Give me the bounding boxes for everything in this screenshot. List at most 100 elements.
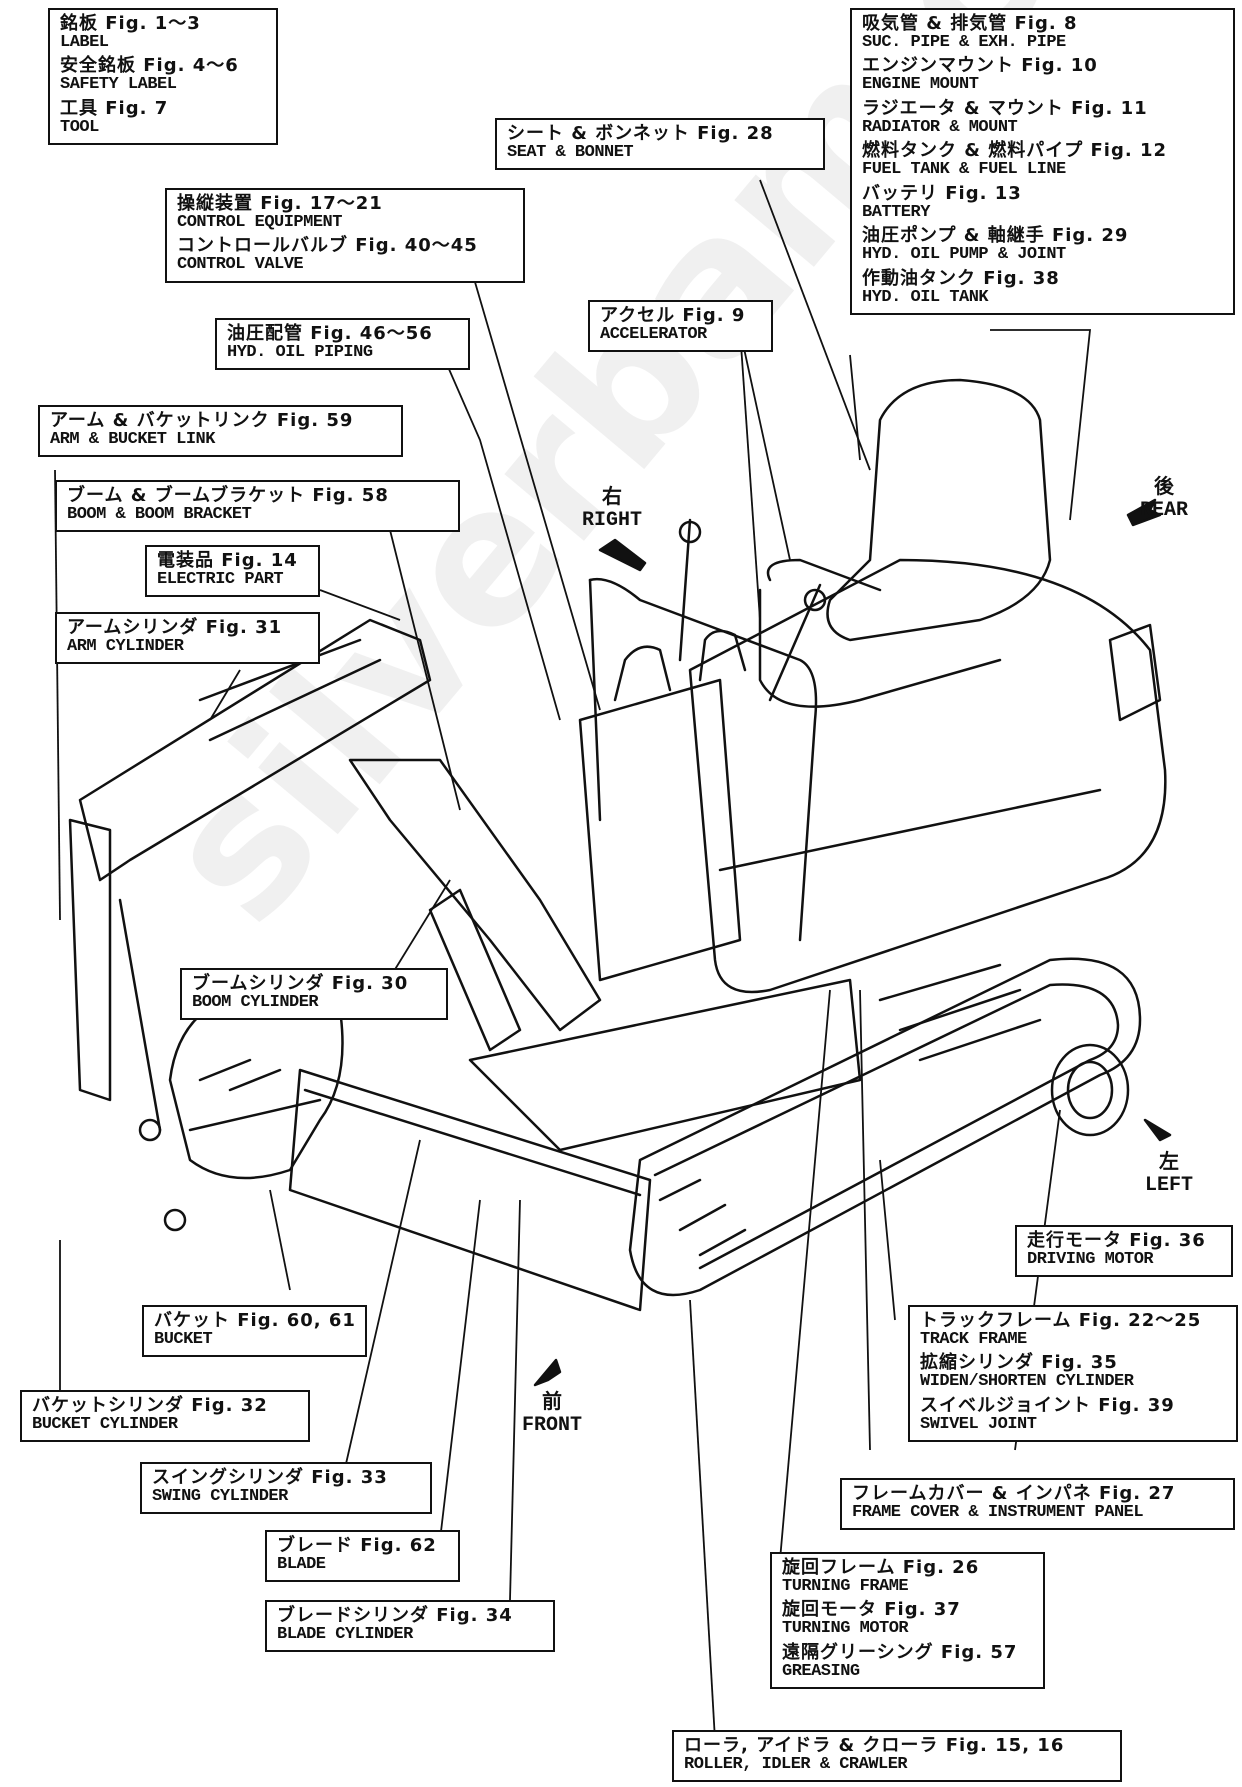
label-battery-jp: バッテリ Fig. 13 <box>862 182 1022 204</box>
label-boom-en: BOOM & BOOM BRACKET <box>67 504 252 524</box>
label-arm-link-jp: アーム & バケットリンク Fig. 59 <box>50 410 354 431</box>
label-label-en: LABEL <box>60 32 109 52</box>
label-battery-en: BATTERY <box>862 202 930 222</box>
label-oil-pump-en: HYD. OIL PUMP & JOINT <box>862 245 1066 265</box>
label-fuel-tank-jp: 燃料タンク & 燃料パイプ Fig. 12 <box>862 140 1167 162</box>
label-greasing-jp: 遠隔グリーシング Fig. 57 <box>782 1641 1018 1663</box>
crawler-track <box>628 957 1142 1297</box>
label-seat-jp: シート & ボンネット Fig. 28 <box>507 123 774 144</box>
label-piping-jp: 油圧配管 Fig. 46～56 <box>227 323 433 344</box>
label-swing-cylinder-jp: スイングシリンダ Fig. 33 <box>152 1467 388 1488</box>
label-track-frame-en: TRACK FRAME <box>920 1329 1027 1349</box>
blade <box>288 1068 652 1312</box>
label-boom-cylinder-jp: ブームシリンダ Fig. 30 <box>192 973 409 994</box>
direction-rear-en: REAR <box>1140 499 1189 522</box>
direction-right: 右 RIGHT <box>582 480 642 532</box>
label-radiator-en: RADIATOR & MOUNT <box>862 117 1018 137</box>
direction-front-jp: 前 <box>542 1389 562 1413</box>
direction-right-en: RIGHT <box>582 509 643 532</box>
label-bucket-jp: バケット Fig. 60, 61 <box>154 1310 356 1331</box>
label-tool-jp: 工具 Fig. 7 <box>60 97 169 119</box>
label-electric-en: ELECTRIC PART <box>157 569 284 589</box>
label-fuel-tank-en: FUEL TANK & FUEL LINE <box>862 160 1066 180</box>
label-frame-cover-jp: フレームカバー & インパネ Fig. 27 <box>852 1483 1176 1504</box>
label-turning-frame-jp: 旋回フレーム Fig. 26 <box>782 1557 980 1578</box>
label-boom-cylinder-en: BOOM CYLINDER <box>192 992 319 1012</box>
turning-frame <box>468 978 862 1152</box>
label-accelerator-jp: アクセル Fig. 9 <box>600 305 746 326</box>
bonnet <box>688 558 1167 994</box>
label-driving-motor-en: DRIVING MOTOR <box>1027 1249 1154 1269</box>
label-greasing-en: GREASING <box>782 1661 860 1681</box>
label-frame-cover-en: FRAME COVER & INSTRUMENT PANEL <box>852 1502 1144 1522</box>
label-bucket-cylinder-en: BUCKET CYLINDER <box>32 1414 178 1434</box>
label-blade-cylinder-en: BLADE CYLINDER <box>277 1624 413 1644</box>
label-control-valve-en: CONTROL VALVE <box>177 255 304 275</box>
left-lever <box>678 518 692 662</box>
direction-rear-jp: 後 <box>1154 474 1174 498</box>
label-radiator-jp: ラジエータ & マウント Fig. 11 <box>862 97 1148 119</box>
label-roller-en: ROLLER, IDLER & CRAWLER <box>684 1754 908 1774</box>
direction-front-en: FRONT <box>522 1414 583 1437</box>
label-turning-frame-en: TURNING FRAME <box>782 1576 909 1596</box>
bucket-cylinder <box>68 818 112 1102</box>
direction-left-en: LEFT <box>1145 1174 1194 1197</box>
direction-front: 前 FRONT <box>522 1385 582 1437</box>
label-arm-link-en: ARM & BUCKET LINK <box>50 429 215 449</box>
label-roller-jp: ローラ, アイドラ & クローラ Fig. 15, 16 <box>684 1735 1065 1756</box>
label-safety-en: SAFETY LABEL <box>60 75 177 95</box>
label-blade-jp: ブレード Fig. 62 <box>277 1535 437 1556</box>
label-swivel-joint-jp: スイベルジョイント Fig. 39 <box>920 1394 1175 1416</box>
label-piping-en: HYD. OIL PIPING <box>227 342 373 362</box>
label-suc-pipe-en: SUC. PIPE & EXH. PIPE <box>862 32 1066 52</box>
label-widen-cylinder-en: WIDEN/SHORTEN CYLINDER <box>920 1372 1134 1392</box>
seat <box>826 378 1052 642</box>
label-electric-jp: 電装品 Fig. 14 <box>157 550 298 571</box>
label-oil-tank-en: HYD. OIL TANK <box>862 287 989 307</box>
label-bucket-en: BUCKET <box>154 1329 213 1349</box>
label-blade-en: BLADE <box>277 1554 326 1574</box>
label-label-jp: 銘板 Fig. 1～3 <box>60 13 201 34</box>
label-swing-cylinder-en: SWING CYLINDER <box>152 1486 288 1506</box>
direction-rear: 後 REAR <box>1140 470 1188 522</box>
label-tool-en: TOOL <box>60 117 99 137</box>
label-engine-mount-jp: エンジンマウント Fig. 10 <box>862 55 1098 77</box>
label-swivel-joint-en: SWIVEL JOINT <box>920 1414 1037 1434</box>
arm <box>78 618 432 882</box>
label-turning-motor-en: TURNING MOTOR <box>782 1619 909 1639</box>
label-track-frame-jp: トラックフレーム Fig. 22～25 <box>920 1310 1202 1331</box>
label-arm-cylinder-en: ARM CYLINDER <box>67 636 184 656</box>
label-arm-cylinder-jp: アームシリンダ Fig. 31 <box>67 617 283 638</box>
label-oil-tank-jp: 作動油タンク Fig. 38 <box>862 267 1060 289</box>
label-accelerator-en: ACCELERATOR <box>600 324 707 344</box>
direction-right-jp: 右 <box>602 484 622 508</box>
right-lever <box>768 583 822 702</box>
direction-left: 左 LEFT <box>1145 1145 1193 1197</box>
driving-motor <box>1050 1043 1130 1137</box>
direction-left-jp: 左 <box>1159 1149 1179 1173</box>
label-boom-jp: ブーム & ブームブラケット Fig. 58 <box>67 485 389 506</box>
label-engine-mount-en: ENGINE MOUNT <box>862 75 979 95</box>
label-widen-cylinder-jp: 拡縮シリンダ Fig. 35 <box>920 1352 1118 1374</box>
